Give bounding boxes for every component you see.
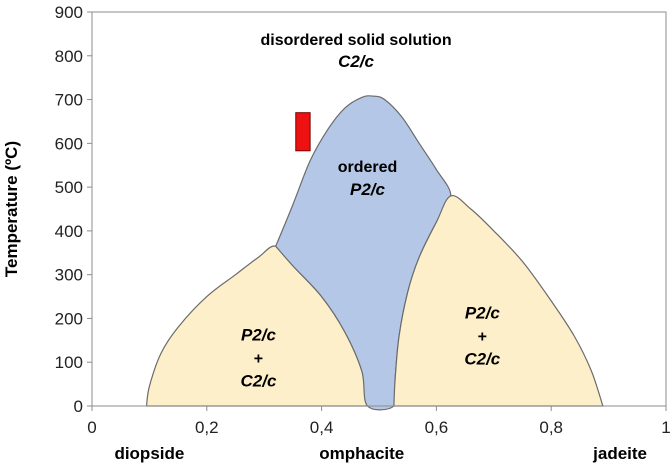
y-tick-label: 100 [55, 353, 83, 372]
region-label-left-two-phase: P2/c+C2/c [240, 325, 276, 390]
regions-layer [145, 95, 604, 411]
y-tick-label: 700 [55, 91, 83, 110]
y-tick-label: 600 [55, 134, 83, 153]
endmember-label: omphacite [319, 444, 404, 463]
plot-frame [91, 11, 667, 407]
x-tick-label: 0,6 [425, 418, 449, 437]
x-tick-label: 1 [661, 418, 670, 437]
y-axis-label: Temperature (ºC) [2, 141, 21, 277]
y-tick-label: 0 [74, 397, 83, 416]
endmember-label: diopside [114, 444, 184, 463]
axes-layer: 0 100 200 300 400 500 600 700 800 900 0 0,2 0,4 0,6 0,… [2, 3, 671, 463]
y-tick-label: 800 [55, 47, 83, 66]
x-tick-label: 0,4 [310, 418, 334, 437]
x-tick-label: 0,8 [539, 418, 563, 437]
y-tick-label: 900 [55, 3, 83, 22]
endmember-label: jadeite [592, 444, 647, 463]
y-tick-label: 200 [55, 309, 83, 328]
y-tick-label: 300 [55, 266, 83, 285]
region-right-two-phase [393, 194, 604, 407]
x-tick-label: 0,2 [195, 418, 219, 437]
region-label-right-two-phase: P2/c+C2/c [464, 303, 500, 368]
marker-layer [295, 112, 311, 152]
y-tick-label: 400 [55, 222, 83, 241]
y-tick-label: 500 [55, 178, 83, 197]
x-tick-label: 0 [87, 418, 96, 437]
sample-marker [295, 112, 311, 152]
